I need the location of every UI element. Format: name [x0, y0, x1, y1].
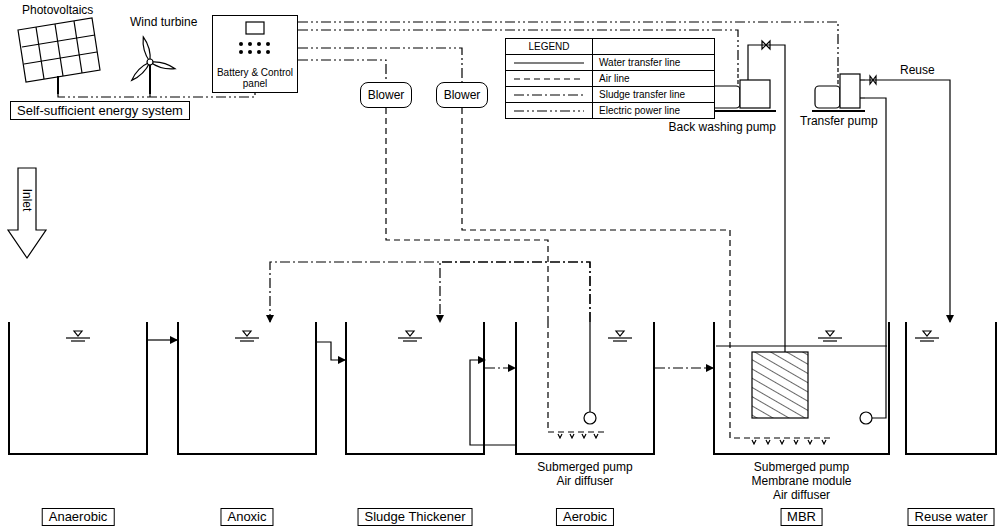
air-line	[462, 108, 730, 322]
legend-sample	[514, 75, 584, 83]
legend-cell: Water transfer line	[593, 55, 714, 70]
legend-cell	[506, 103, 593, 118]
line-label: Reuse	[898, 63, 937, 77]
legend-row: Sludge transfer line	[506, 86, 714, 102]
tank: Submerged pump Membrane module Air diffu…	[713, 322, 890, 455]
inlet-label: Inlet	[20, 189, 34, 212]
tank: Anoxic	[177, 322, 317, 455]
legend-cell: Electric power line	[593, 103, 714, 118]
legend-cell	[593, 39, 714, 54]
legend-cell: Air line	[593, 71, 714, 86]
tank-label: Aerobic	[556, 508, 614, 526]
water-line	[865, 98, 886, 322]
tank: Reuse water	[905, 322, 997, 455]
water-line	[148, 339, 177, 340]
legend-row: Electric power line	[506, 102, 714, 118]
tank-label: MBR	[780, 508, 823, 526]
component-label: Photovoltaics	[22, 3, 93, 17]
legend-sample	[514, 107, 584, 115]
water-line	[470, 360, 515, 445]
tank: Anaerobic	[8, 322, 148, 455]
power-line	[298, 48, 462, 82]
legend-title: LEGEND	[528, 41, 569, 52]
box-label: Self-sufficient energy system	[17, 103, 183, 118]
water-line	[317, 342, 345, 360]
equipment-note: Submerged pump Air diffuser	[533, 460, 637, 488]
legend-cell	[506, 87, 593, 102]
sludge-line	[270, 262, 590, 322]
blower: Blower	[436, 82, 488, 108]
legend-row: Water transfer line	[506, 54, 714, 70]
water-line	[865, 80, 950, 322]
legend-cell: LEGEND	[506, 39, 593, 54]
tank-label: Anaerobic	[42, 508, 115, 526]
tank-label: Reuse water	[908, 508, 995, 526]
legend-cell	[506, 71, 593, 86]
sludge-line	[655, 367, 713, 368]
sludge-line	[485, 367, 515, 368]
legend-cell	[506, 55, 593, 70]
legend-text: Electric power line	[599, 105, 680, 116]
system-label-box: Self-sufficient energy system	[10, 101, 190, 120]
control-panel: Battery & Control panel	[212, 15, 298, 93]
pump-label: Transfer pump	[800, 114, 878, 128]
legend-header: LEGEND	[506, 39, 714, 54]
legend-text: Water transfer line	[599, 57, 680, 68]
box-label: Blower	[444, 88, 481, 102]
tank-label: Sludge Thickener	[358, 508, 473, 526]
power-line	[298, 60, 386, 82]
tank: Submerged pump Air diffuserAerobic	[515, 322, 655, 455]
water-line	[748, 45, 785, 322]
sludge-line	[440, 262, 590, 322]
blower: Blower	[360, 82, 412, 108]
tank-label: Anoxic	[220, 508, 273, 526]
legend-row: Air line	[506, 70, 714, 86]
box-label: Blower	[368, 88, 405, 102]
box-label: Battery & Control panel	[215, 67, 295, 89]
air-line	[386, 108, 548, 322]
legend-sample	[514, 59, 584, 67]
tank: Sludge Thickener	[345, 322, 485, 455]
legend-sample	[514, 91, 584, 99]
pump: Transfer pump	[812, 62, 865, 112]
equipment-note: Submerged pump Membrane module Air diffu…	[750, 460, 854, 502]
legend-text: Sludge transfer line	[599, 89, 685, 100]
pump-label: Back washing pump	[669, 120, 776, 134]
legend-text: Air line	[599, 73, 630, 84]
legend-table: LEGEND Water transfer lineAir lineSludge …	[505, 38, 715, 119]
legend-cell: Sludge transfer line	[593, 87, 714, 102]
component-label: Wind turbine	[130, 15, 197, 29]
